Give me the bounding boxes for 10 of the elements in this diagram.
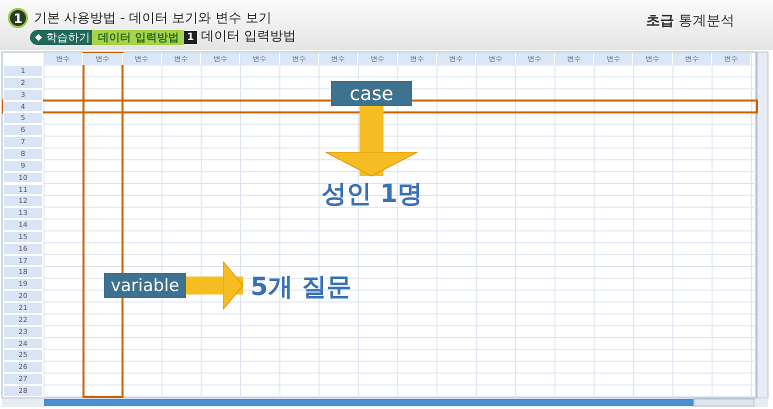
block-arrow xyxy=(325,106,418,176)
step-number-badge: 1 xyxy=(184,31,197,44)
term-tag: case xyxy=(331,81,412,106)
explanation-text: 5개 질문 xyxy=(243,268,359,304)
term-tag: variable xyxy=(104,273,186,298)
course-title: 초급 통계분석 xyxy=(646,12,734,30)
explanation-text: 성인 1명 xyxy=(312,176,432,210)
page-title: 기본 사용방법 - 데이터 보기와 변수 보기 xyxy=(34,10,272,27)
section-heading: 데이터 입력방법 xyxy=(201,29,296,45)
block-arrow xyxy=(186,261,244,310)
